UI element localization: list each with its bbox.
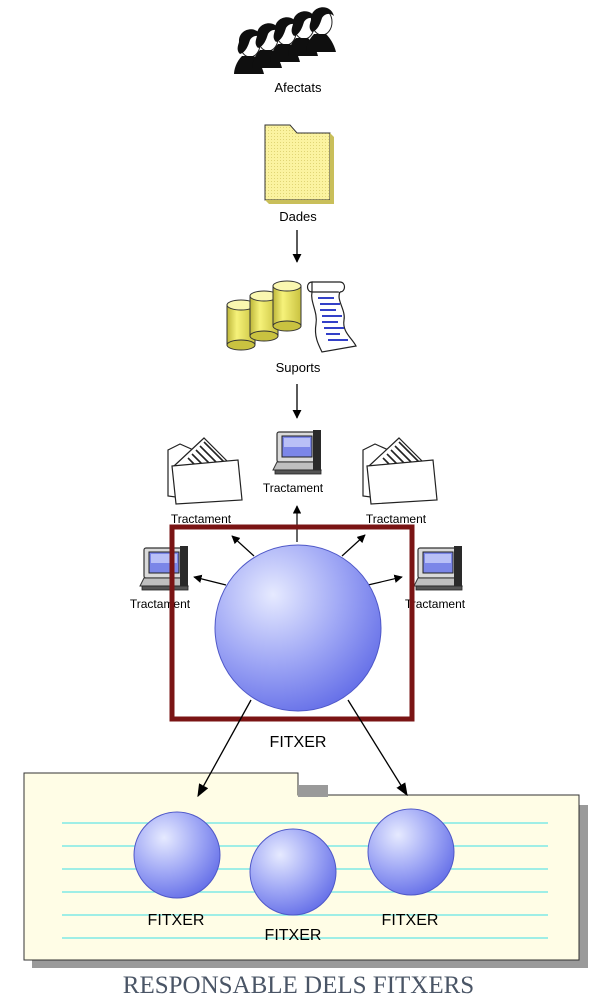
afectats-label: Afectats — [275, 80, 322, 95]
fitxer-label: FITXER — [265, 927, 322, 944]
diagram-caption: RESPONSABLE DELS FITXERS — [122, 972, 475, 999]
computer-icon — [272, 429, 322, 475]
tractament-label: Tractament — [263, 481, 324, 495]
fitxer-sphere — [367, 808, 455, 896]
tractament-label: Tractament — [130, 597, 191, 611]
tractament-label: Tractament — [366, 512, 427, 526]
fitxer-sphere — [249, 828, 337, 916]
folder-icon — [264, 124, 334, 204]
document-folder-icon — [167, 437, 243, 505]
computer-icon — [139, 545, 189, 591]
dades-label: Dades — [279, 209, 317, 224]
fitxer-label: FITXER — [270, 734, 327, 751]
tractament-label: Tractament — [171, 512, 232, 526]
fitxer-sphere — [214, 544, 382, 712]
people-group-icon — [233, 6, 337, 75]
fitxer-sphere — [133, 811, 221, 899]
highlight-box — [169, 524, 415, 722]
database-cylinders-icon — [226, 280, 302, 351]
tractament-label: Tractament — [405, 597, 466, 611]
sphere-to-ledger-arrows — [197, 699, 408, 798]
document-scroll-icon — [306, 281, 357, 353]
computer-icon — [413, 545, 463, 591]
suports-label: Suports — [276, 360, 321, 375]
sphere-to-tractament-arrows — [193, 505, 403, 586]
document-folder-icon — [362, 437, 438, 505]
fitxer-label: FITXER — [148, 912, 205, 929]
fitxer-label: FITXER — [382, 912, 439, 929]
